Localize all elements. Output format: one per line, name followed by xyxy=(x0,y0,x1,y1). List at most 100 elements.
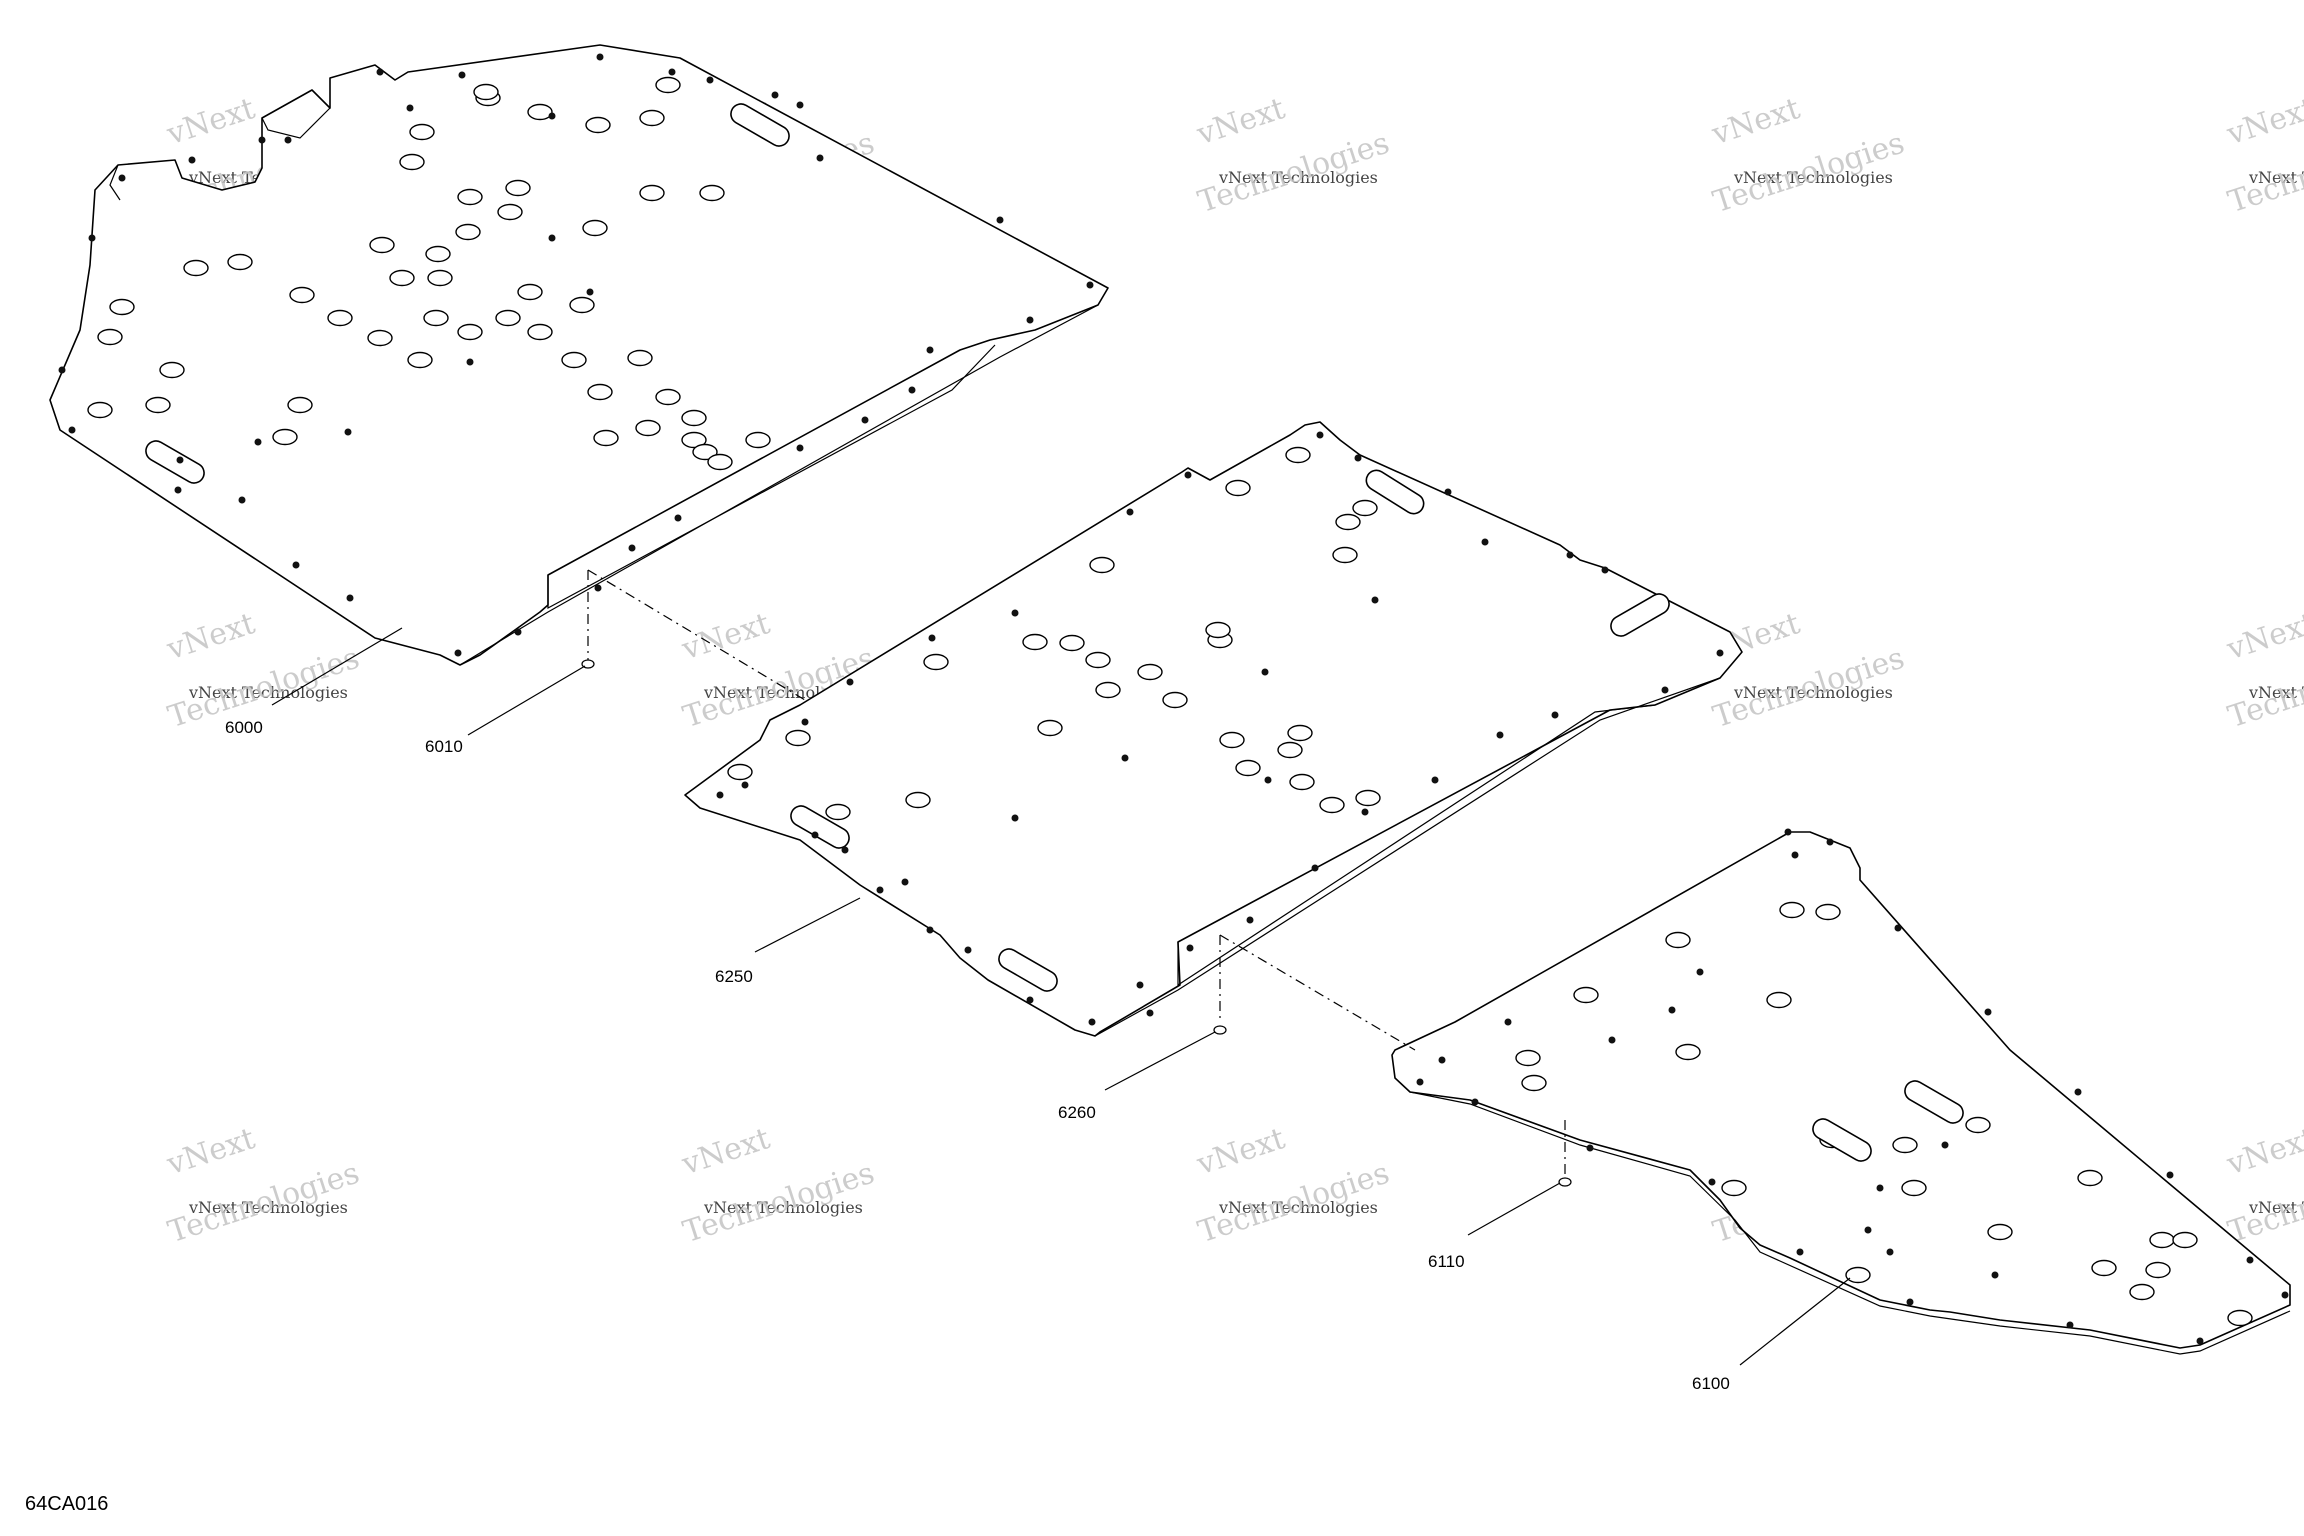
hole xyxy=(2129,1283,2155,1301)
hole xyxy=(1137,663,1163,681)
slot xyxy=(730,103,790,147)
rivet xyxy=(594,584,602,592)
hole xyxy=(585,116,611,134)
hole xyxy=(145,396,171,414)
rivet xyxy=(908,386,916,394)
rivet xyxy=(1311,864,1319,872)
rivet xyxy=(1316,431,1324,439)
rivet xyxy=(796,444,804,452)
rivet xyxy=(1186,944,1194,952)
hole xyxy=(655,388,681,406)
hole xyxy=(227,253,253,271)
hole xyxy=(681,409,707,427)
hole xyxy=(497,203,523,221)
rivet xyxy=(68,426,76,434)
assembly-lines xyxy=(587,569,1566,1178)
rivet xyxy=(1011,814,1019,822)
rivet xyxy=(1586,1144,1594,1152)
rivet xyxy=(596,53,604,61)
hole xyxy=(692,443,718,461)
rivet xyxy=(254,438,262,446)
rivet xyxy=(1026,996,1034,1004)
rivet xyxy=(514,628,522,636)
rivet xyxy=(284,136,292,144)
hole xyxy=(495,309,521,327)
rivet xyxy=(88,234,96,242)
rivet xyxy=(586,288,594,296)
hole xyxy=(1277,741,1303,759)
rivet xyxy=(741,781,749,789)
rivet xyxy=(716,791,724,799)
watermark-text: vNext Technologies xyxy=(1733,168,1893,187)
hole xyxy=(561,351,587,369)
rivet xyxy=(1668,1006,1676,1014)
rivet xyxy=(1551,711,1559,719)
rivet xyxy=(1661,686,1669,694)
hole xyxy=(1515,1049,1541,1067)
hole xyxy=(473,83,499,101)
hole xyxy=(97,328,123,346)
rivet xyxy=(1246,916,1254,924)
hole xyxy=(639,184,665,202)
watermark-text: vNext Technologies xyxy=(1218,168,1378,187)
hole xyxy=(399,153,425,171)
rivet xyxy=(901,878,909,886)
hole xyxy=(1965,1116,1991,1134)
rivet xyxy=(1566,551,1574,559)
rivet xyxy=(1371,596,1379,604)
hole xyxy=(1022,633,1048,651)
rivet xyxy=(1026,316,1034,324)
rivet xyxy=(876,886,884,894)
hole xyxy=(1285,446,1311,464)
hole xyxy=(923,653,949,671)
watermark-text: vNext xyxy=(2222,1121,2304,1182)
rivet xyxy=(548,112,556,120)
diagram-id-label: 64CA016 xyxy=(25,1493,108,1515)
watermark-text: vNext Technologies xyxy=(2248,1198,2304,1217)
rivet xyxy=(1088,1018,1096,1026)
hole xyxy=(1355,789,1381,807)
rivet xyxy=(1146,1009,1154,1017)
hole xyxy=(655,76,681,94)
watermark-text: vNext xyxy=(677,606,774,667)
watermark-text: vNext Technologies xyxy=(2248,168,2304,187)
hole xyxy=(1225,479,1251,497)
rivet xyxy=(174,486,182,494)
rivet xyxy=(1826,838,1834,846)
hole xyxy=(1815,903,1841,921)
callout-6250: 6250 xyxy=(715,967,753,986)
watermark-text: vNext xyxy=(2222,91,2304,152)
hole xyxy=(183,259,209,277)
leader-lines xyxy=(271,627,1851,1366)
rivet xyxy=(964,946,972,954)
callout-labels: 6000 6010 6250 6260 6110 6100 xyxy=(225,718,1730,1393)
hole xyxy=(1521,1074,1547,1092)
hole xyxy=(455,223,481,241)
hole xyxy=(1219,731,1245,749)
watermark-text: vNext xyxy=(2222,606,2304,667)
hole xyxy=(1779,901,1805,919)
hole xyxy=(87,401,113,419)
rivet xyxy=(406,104,414,112)
hole xyxy=(389,269,415,287)
rivet xyxy=(1906,1298,1914,1306)
rivet xyxy=(668,68,676,76)
watermark-text: vNext xyxy=(162,1121,259,1182)
hole xyxy=(1089,556,1115,574)
rivet xyxy=(1696,968,1704,976)
hole xyxy=(505,179,531,197)
hole xyxy=(457,323,483,341)
hole xyxy=(369,236,395,254)
hole xyxy=(1892,1136,1918,1154)
rivet xyxy=(1431,776,1439,784)
watermark-text: vNext Technologies xyxy=(188,1198,348,1217)
rivet xyxy=(258,136,266,144)
hole xyxy=(2172,1231,2198,1249)
hole xyxy=(407,351,433,369)
slot xyxy=(1365,469,1425,515)
hole xyxy=(825,803,851,821)
rivet xyxy=(1984,1008,1992,1016)
